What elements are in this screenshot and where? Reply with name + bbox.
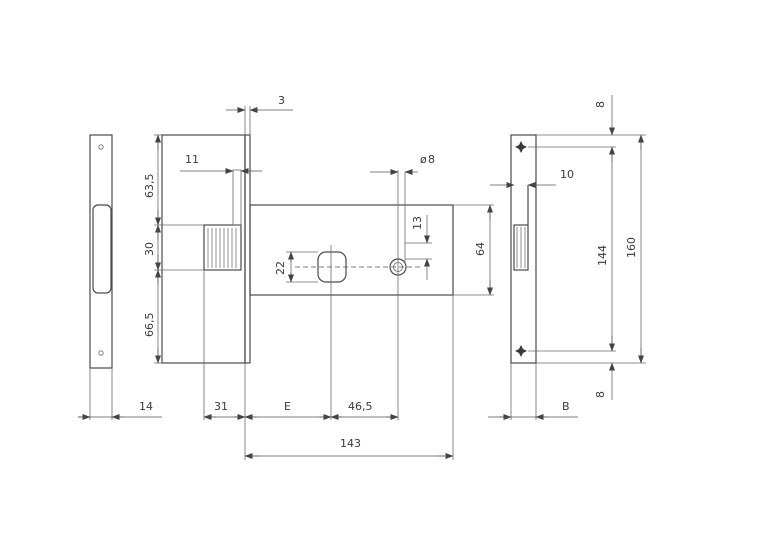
- dim-label-center-distance: 46,5: [348, 400, 373, 413]
- lock-body-view: 3 11 63,5 30 66,5 22 ø 8: [143, 94, 494, 460]
- dim-label-bottom-height: 66,5: [143, 313, 156, 338]
- strike-plate-outline: [510, 134, 537, 364]
- dim-label-strike-latch-width: 10: [560, 168, 574, 181]
- latch-guide-plate: [232, 169, 242, 226]
- dim-label-strike-height: 160: [625, 237, 638, 258]
- strike-latch-opening: [513, 224, 529, 271]
- faceplate-outline: [89, 134, 113, 369]
- dim-label-strike-hole-spacing: 144: [596, 245, 609, 266]
- dim-label-backset-plate: 11: [185, 153, 199, 166]
- dim-label-case-length: 143: [340, 437, 361, 450]
- lock-case: [249, 204, 454, 296]
- faceplate-latch-slot: [92, 204, 112, 294]
- latch-bolt: [203, 224, 242, 271]
- dim-label-backset: E: [284, 400, 291, 413]
- dim-label-faceplate-thickness: 3: [278, 94, 285, 107]
- strike-screw-top-icon: [515, 141, 527, 153]
- dim-label-latch-height: 30: [143, 242, 156, 256]
- dim-label-strike-margin-bottom: 8: [594, 391, 607, 398]
- strike-screw-bottom-icon: [515, 345, 527, 357]
- dim-label-case-height: 64: [474, 242, 487, 256]
- strike-plate-view: 10 144 160 8 8 B: [488, 95, 646, 420]
- dim-label-strike-margin-top: 8: [594, 101, 607, 108]
- dim-label-key-diameter-symbol: ø: [420, 153, 427, 166]
- faceplate-screw-top: [98, 144, 104, 150]
- dim-label-key-diameter: 8: [428, 153, 435, 166]
- dim-label-top-height: 63,5: [143, 174, 156, 199]
- faceplate-screw-bottom: [98, 350, 104, 356]
- dim-label-front-width: 14: [139, 400, 153, 413]
- faceplate-view: 14: [78, 134, 162, 420]
- lock-front-housing: [161, 134, 246, 364]
- dim-label-follower: 22: [274, 261, 287, 275]
- lock-faceplate-edge: [244, 134, 251, 364]
- dim-label-strike-width: B: [562, 400, 570, 413]
- dim-label-key-offset: 13: [411, 216, 424, 230]
- dim-label-latch-depth: 31: [214, 400, 228, 413]
